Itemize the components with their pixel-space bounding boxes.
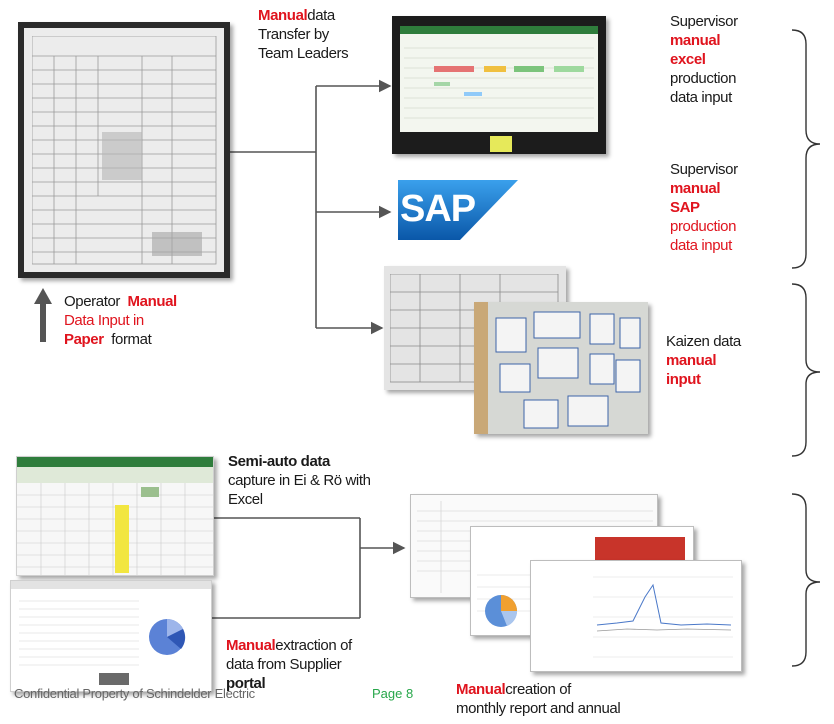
supervisor-sap-label: Supervisor manual SAP production data in…: [670, 160, 790, 255]
bottom-connector: [212, 517, 406, 619]
extraction-l2: data from Supplier: [226, 656, 342, 673]
sap-logo: [398, 180, 518, 240]
operator-w2: Manual: [127, 293, 178, 310]
sup-excel-l5: data input: [670, 89, 732, 106]
sup-excel-l1: Supervisor: [670, 13, 738, 30]
transfer-line1-rest: data: [307, 7, 335, 24]
supplier-portal-screenshot: [10, 580, 212, 692]
sup-excel-l2: manual: [670, 32, 721, 49]
semi-auto-l1: Semi-auto data: [228, 453, 330, 470]
sup-excel-l3: excel: [670, 51, 706, 68]
up-arrow-icon: [34, 288, 52, 342]
manual-data-transfer-label: Manualdata Transfer by Team Leaders: [258, 6, 398, 63]
kaizen-label: Kaizen data manual input: [666, 332, 792, 389]
transfer-line3: Team Leaders: [258, 45, 349, 62]
kaizen-l2: manual: [666, 352, 717, 369]
extraction-l1-rest: extraction of: [275, 637, 352, 654]
top-connector: [230, 79, 392, 335]
sup-sap-l2: manual: [670, 180, 721, 197]
paper-form-grid: [32, 36, 217, 265]
operator-w3: Data Input in: [64, 312, 144, 329]
creation-red-word: Manual: [456, 681, 506, 698]
sup-sap-l5: data input: [670, 237, 732, 254]
footer-page-number: Page 8: [372, 686, 414, 701]
bracket-kaizen: [791, 283, 821, 457]
sticky-note: [490, 136, 512, 152]
semi-auto-excel-screenshot: [16, 456, 214, 576]
transfer-line2: Transfer by: [258, 26, 329, 43]
report-page-front: [530, 560, 742, 672]
extraction-l3: portal: [226, 675, 266, 692]
operator-w4: Paper: [64, 331, 104, 348]
supervisor-excel-label: Supervisor manual excel production data …: [670, 12, 790, 107]
creation-l1-rest: creation of: [505, 681, 571, 698]
bracket-excel-sap: [791, 29, 821, 269]
creation-l2: monthly report and annual: [456, 700, 621, 717]
bracket-reports: [791, 493, 821, 667]
footer-confidential: Confidential Property of Schindelder Ele…: [14, 686, 255, 701]
extraction-red-word: Manual: [226, 637, 276, 654]
sup-excel-l4: production: [670, 70, 737, 87]
semi-auto-l2: capture in Ei & Rö with: [228, 472, 371, 489]
excel-screen-grid: [404, 47, 594, 119]
semi-auto-label: Semi-auto data capture in Ei & Rö with E…: [228, 452, 438, 509]
creation-label: Manualcreation of monthly report and ann…: [456, 680, 696, 718]
sup-sap-l1: Supervisor: [670, 161, 738, 178]
operator-label: Operator Manual Data Input in Paper form…: [64, 292, 254, 349]
kaizen-board-photo-front: [474, 302, 648, 434]
sup-sap-l4: production: [670, 218, 737, 235]
transfer-red-word: Manual: [258, 7, 308, 24]
sup-sap-l3: SAP: [670, 199, 700, 216]
semi-auto-l3: Excel: [228, 491, 263, 508]
sap-logo-text: SAP: [400, 188, 476, 230]
operator-w1: Operator: [64, 293, 120, 310]
paper-form-photo: [18, 22, 230, 278]
kaizen-l3: input: [666, 371, 701, 388]
operator-w5: format: [111, 331, 152, 348]
extraction-label: Manualextraction of data from Supplier p…: [226, 636, 426, 693]
monitor-excel-photo: [392, 16, 606, 154]
kaizen-l1: Kaizen data: [666, 333, 741, 350]
